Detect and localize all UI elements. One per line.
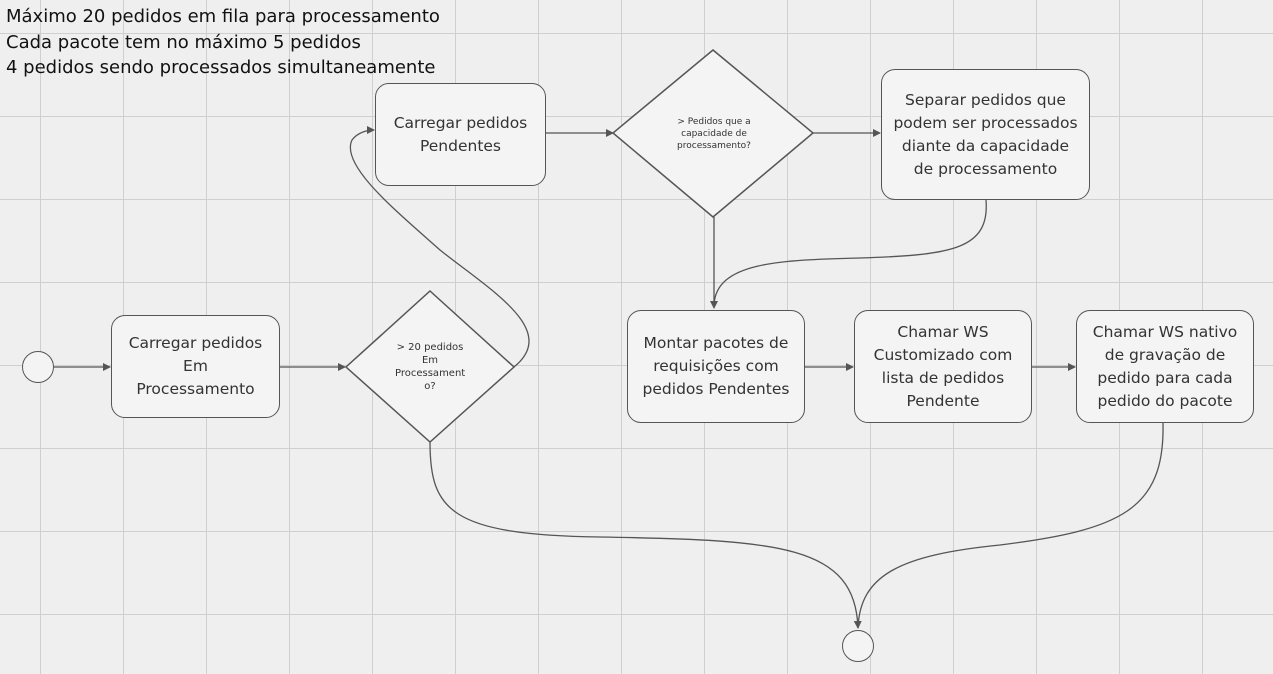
task-carregar-pendentes: Carregar pedidos Pendentes	[375, 83, 546, 186]
task-label: Chamar WS Customizado com lista de pedid…	[873, 322, 1013, 410]
task-separar-pedidos: Separar pedidos que podem ser processado…	[881, 69, 1090, 200]
start-event	[22, 351, 54, 383]
decision-20-pedidos-shape	[344, 289, 516, 444]
task-montar-pacotes: Montar pacotes de requisições com pedido…	[627, 310, 805, 423]
note-line: Máximo 20 pedidos em fila para processam…	[6, 6, 440, 27]
task-chamar-ws-nativo: Chamar WS nativo de gravação de pedido p…	[1076, 310, 1254, 423]
notes: Máximo 20 pedidos em fila para processam…	[6, 4, 440, 81]
note-line: 4 pedidos sendo processados simultaneame…	[6, 57, 436, 78]
edge-native-to-end	[857, 422, 1164, 629]
task-label: Chamar WS nativo de gravação de pedido p…	[1092, 322, 1238, 410]
task-carregar-em-processamento: Carregar pedidos Em Processamento	[111, 315, 280, 418]
decision-20-pedidos: > 20 pedidos Em Processament o?	[380, 325, 480, 409]
note-line: Cada pacote tem no máximo 5 pedidos	[6, 31, 361, 53]
end-event	[842, 630, 874, 662]
edge-separate-to-build	[713, 199, 987, 306]
task-label: Separar pedidos que podem ser processado…	[893, 90, 1078, 178]
decision-capacidade: > Pedidos que a capacidade de processame…	[658, 105, 770, 163]
decision-label: > 20 pedidos Em Processament o?	[395, 342, 466, 392]
task-label: Montar pacotes de requisições com pedido…	[642, 334, 790, 398]
decision-capacidade-shape	[611, 49, 815, 218]
task-chamar-ws-customizado: Chamar WS Customizado com lista de pedid…	[854, 310, 1032, 423]
task-label: Carregar pedidos Pendentes	[393, 113, 528, 155]
edge-decision-to-end	[429, 441, 862, 629]
decision-label: > Pedidos que a capacidade de processame…	[677, 117, 751, 151]
edge-decision-to-load-pending	[349, 126, 530, 368]
task-label: Carregar pedidos Em Processamento	[128, 334, 263, 398]
